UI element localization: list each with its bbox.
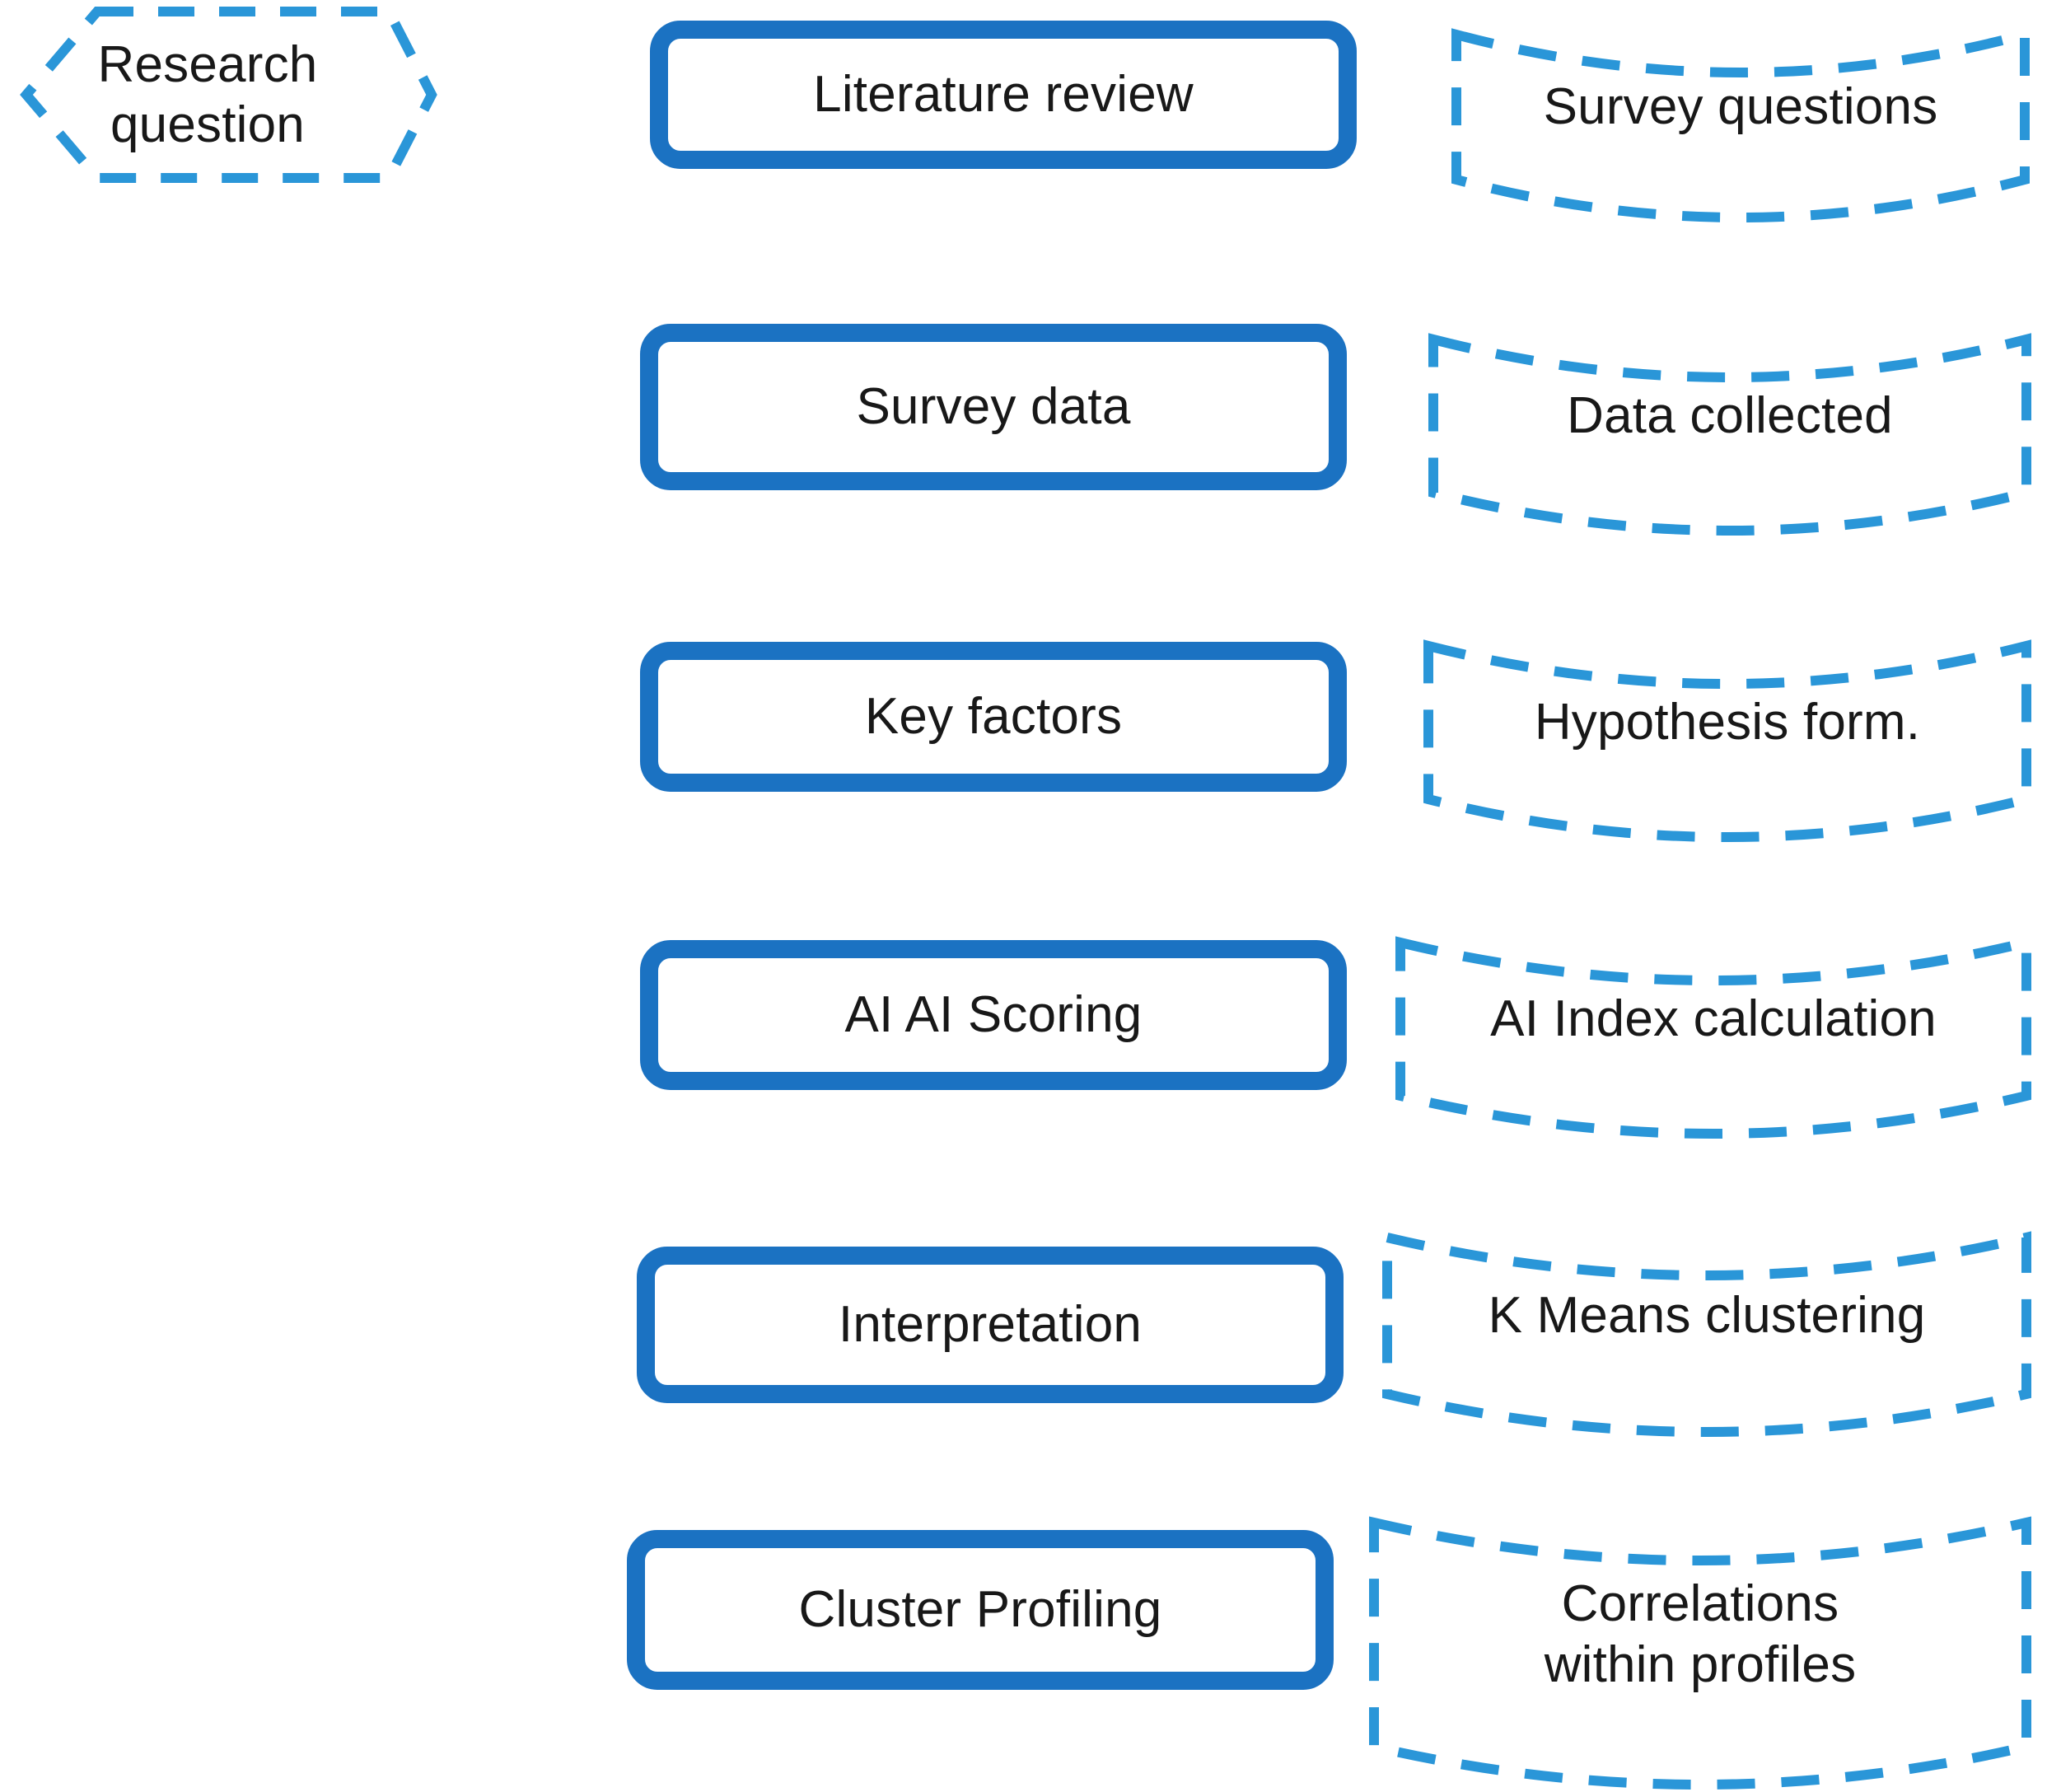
- process-box-1[interactable]: [640, 324, 1347, 490]
- process-box-3[interactable]: [640, 940, 1347, 1090]
- output-ribbon-1[interactable]: [1428, 333, 2031, 536]
- output-ribbon-0[interactable]: [1451, 28, 2030, 222]
- process-box-2[interactable]: [640, 642, 1347, 792]
- process-box-4[interactable]: [637, 1247, 1344, 1403]
- research-question-shape[interactable]: [20, 6, 437, 183]
- process-box-5[interactable]: [627, 1530, 1334, 1690]
- output-ribbon-2[interactable]: [1423, 639, 2031, 842]
- process-box-0[interactable]: [650, 21, 1357, 169]
- output-ribbon-5[interactable]: [1369, 1516, 2031, 1790]
- output-ribbon-4[interactable]: [1382, 1231, 2031, 1437]
- output-ribbon-3[interactable]: [1395, 936, 2031, 1139]
